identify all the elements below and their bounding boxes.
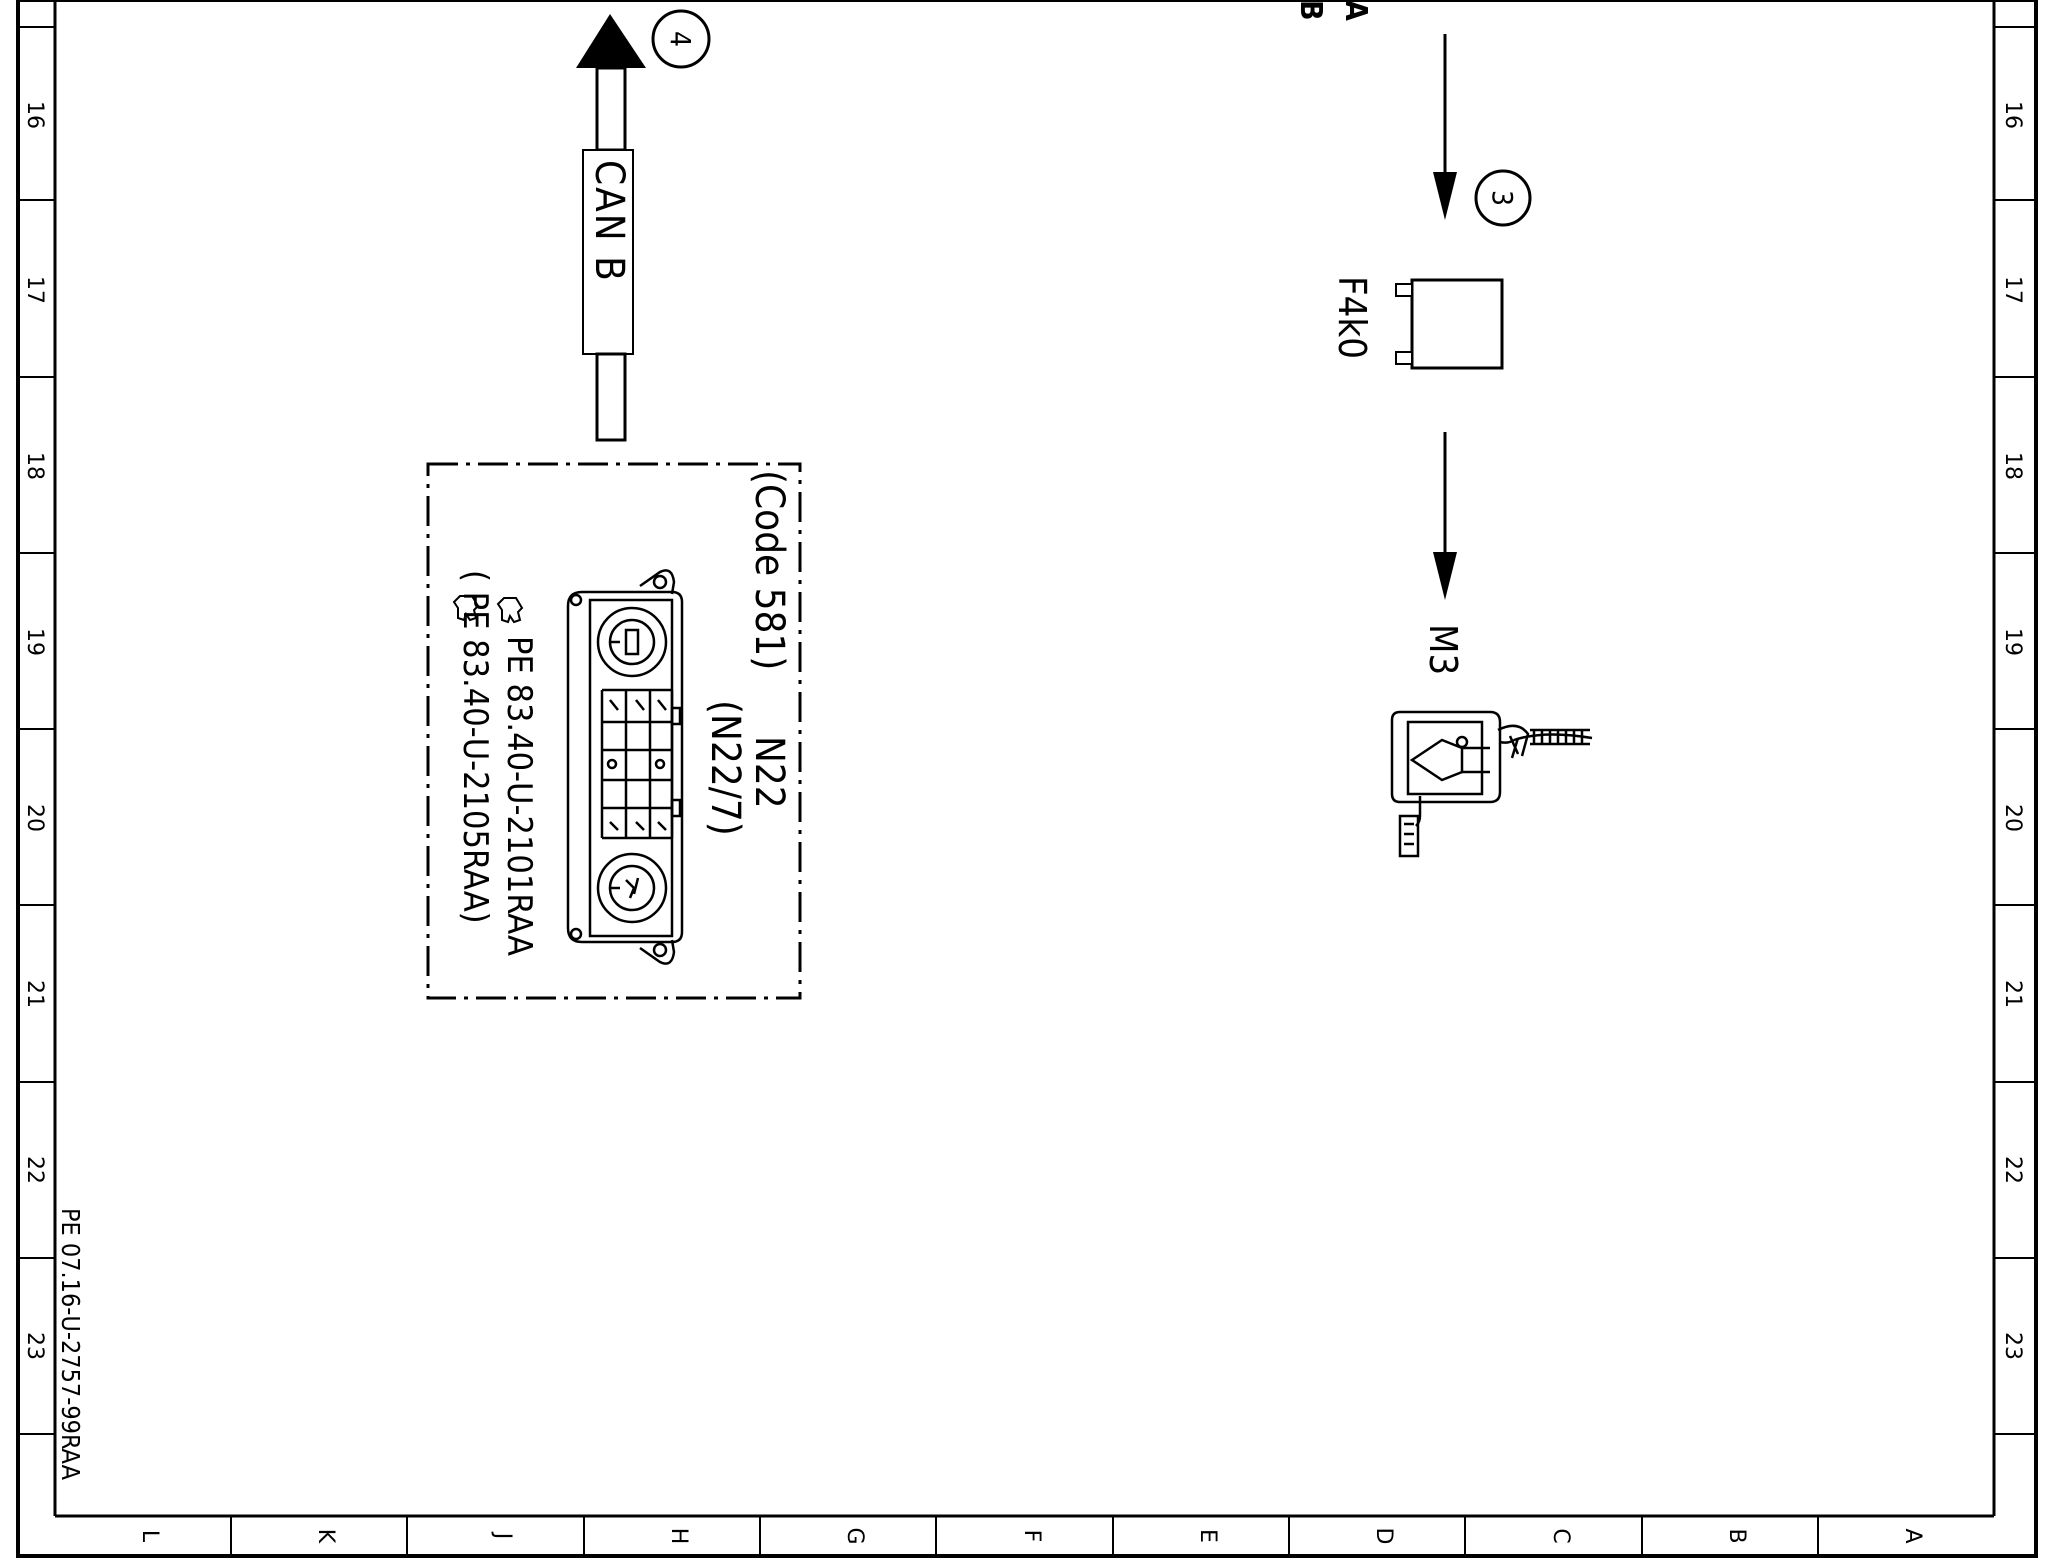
row-label: 23 (22, 1332, 47, 1360)
row-label: 18 (22, 452, 47, 480)
row-label: 22 (22, 1156, 47, 1184)
motor-feed-line (1433, 432, 1457, 600)
row-label: 16 (22, 101, 47, 129)
fuse-designation: F4k0 (1330, 276, 1374, 359)
column-label: B (1724, 1528, 1749, 1543)
row-label: 22 (2000, 1156, 2025, 1184)
column-labels: L K J H G F E D C B A (137, 1527, 1925, 1544)
fuse-symbol: F4k0 (1330, 276, 1504, 370)
row-label: 17 (2000, 276, 2025, 304)
motor-m3: M3 (1390, 624, 1593, 858)
can-bus-label: CAN B (586, 160, 632, 283)
row-label: 17 (22, 276, 47, 304)
control-unit-designation: N22 (746, 736, 792, 809)
row-label: 19 (2000, 628, 2025, 656)
top-partial-labels: A B (1293, 0, 1373, 21)
row-label: 18 (2000, 452, 2025, 480)
drawing-frame (16, 0, 2038, 1558)
partial-label-a: A (1338, 0, 1373, 21)
control-unit-designation-detail: (N22/7) (702, 700, 748, 836)
arrow-down-icon (1433, 552, 1457, 600)
column-label: C (1548, 1528, 1573, 1543)
fuse-feed-line (1433, 34, 1457, 220)
control-unit-ref-secondary: ( PE 83.40-U-2105RAA) (455, 570, 495, 924)
motor-designation: M3 (1421, 624, 1465, 675)
row-label: 19 (22, 628, 47, 656)
can-reference-number: 4 (664, 31, 697, 47)
fuse-reference-marker: 3 (1474, 169, 1532, 227)
control-unit-n22: (Code 581) N22 (N22/7) (426, 462, 802, 1000)
partial-label-b: B (1293, 0, 1328, 21)
column-label: K (313, 1529, 338, 1544)
row-label: 16 (2000, 101, 2025, 129)
control-unit-code: (Code 581) (746, 470, 792, 670)
pointing-hand-icon (497, 597, 523, 623)
column-label: G (842, 1527, 867, 1544)
column-label: E (1195, 1529, 1220, 1543)
can-reference-marker: 4 (651, 9, 711, 69)
climate-control-panel-icon (566, 569, 684, 965)
can-bus-line: CAN B (576, 14, 646, 442)
row-label: 20 (2000, 804, 2025, 832)
arrow-up-icon (576, 14, 646, 68)
control-unit-ref-primary: PE 83.40-U-2101RAA (499, 636, 539, 956)
column-label: H (666, 1528, 691, 1545)
drawing-number: PE 07.16-U-2757-99RAA (56, 1208, 85, 1481)
blower-motor-icon (1390, 710, 1593, 858)
fuse-reference-number: 3 (1486, 190, 1519, 206)
row-label: 20 (22, 804, 47, 832)
column-label: A (1900, 1528, 1925, 1543)
row-labels-left: 16 17 18 19 20 21 22 23 (22, 101, 47, 1360)
column-label: F (1019, 1530, 1044, 1543)
row-label: 21 (22, 980, 47, 1008)
column-label: J (490, 1531, 515, 1540)
column-label: L (137, 1530, 162, 1543)
row-label: 23 (2000, 1332, 2025, 1360)
column-label: D (1371, 1528, 1396, 1545)
row-labels-right: 16 17 18 19 20 21 22 23 (2000, 101, 2025, 1360)
arrow-down-icon (1433, 172, 1457, 220)
row-label: 21 (2000, 980, 2025, 1008)
